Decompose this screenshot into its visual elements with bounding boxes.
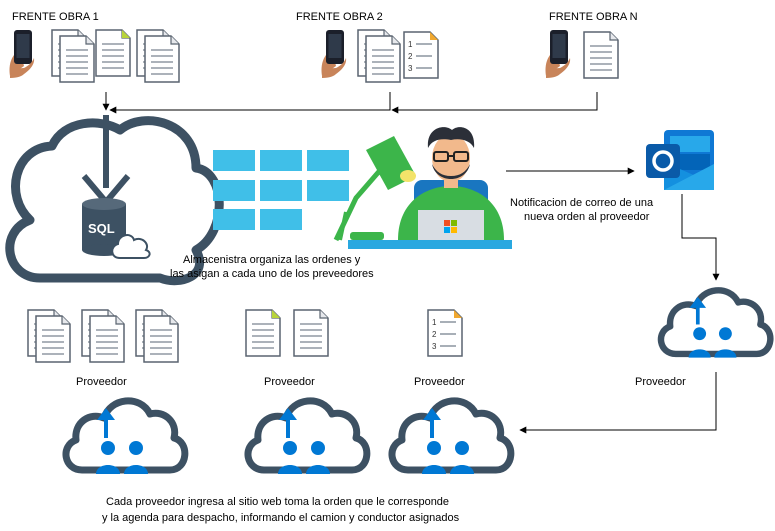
supplier-3: Proveedor (392, 376, 511, 474)
supplier-2: Proveedor (248, 376, 367, 474)
supplier-label: Proveedor (76, 376, 127, 388)
document-icon (96, 30, 130, 76)
document-icon (293, 309, 329, 357)
sql-label: SQL (88, 221, 115, 236)
user-cloud-icon (248, 401, 367, 474)
phone-in-hand-icon (321, 30, 347, 78)
organizer-caption-line-2: las asigan a cada uno de los preveedores (170, 268, 374, 280)
site-label: FRENTE OBRA 1 (12, 11, 99, 23)
document-icon (246, 310, 280, 356)
supplier-cloud-right (661, 290, 770, 357)
numbered-document-icon (403, 31, 439, 79)
document-icon (583, 31, 619, 79)
site-frente-obra-2: FRENTE OBRA 2 (296, 11, 439, 82)
site-connectors (102, 92, 598, 114)
numbered-document-icon (427, 309, 463, 357)
supplier-documents (28, 309, 463, 362)
site-label: FRENTE OBRA 2 (296, 11, 383, 23)
notification-line-2: nueva orden al proveedor (524, 211, 650, 223)
developer-at-desk-icon (333, 127, 512, 249)
document-stack-icon (137, 30, 179, 82)
document-stack-icon (28, 310, 70, 362)
user-cloud-icon (661, 290, 770, 357)
document-stack-icon (358, 30, 400, 82)
site-label: FRENTE OBRA N (549, 11, 638, 23)
phone-in-hand-icon (9, 30, 35, 78)
document-stack-icon (52, 30, 94, 82)
outlook-icon (646, 130, 714, 190)
arrow-to-supplier-cloud (681, 194, 720, 281)
site-frente-obra-n: FRENTE OBRA N (545, 11, 638, 79)
user-cloud-icon (392, 401, 511, 474)
supplier-label: Proveedor (635, 376, 686, 388)
supplier-label: Proveedor (414, 376, 465, 388)
phone-in-hand-icon (545, 30, 571, 78)
order-tiles (213, 150, 349, 230)
notification-line-1: Notificacion de correo de una (510, 197, 654, 209)
document-stack-icon (136, 310, 178, 362)
supplier-label: Proveedor (264, 376, 315, 388)
sql-database-cloud-icon: SQL (5, 115, 224, 286)
footer-line-1: Cada proveedor ingresa al sitio web toma… (106, 496, 449, 508)
document-stack-icon (82, 310, 124, 362)
organizer-caption-line-1: Almacenistra organiza las ordenes y (183, 254, 361, 266)
user-cloud-icon (66, 401, 185, 474)
arrow-to-suppliers (519, 372, 717, 434)
supplier-1: Proveedor (66, 376, 185, 474)
footer-line-2: y la agenda para despacho, informando el… (102, 512, 460, 524)
site-frente-obra-1: FRENTE OBRA 1 (9, 11, 179, 82)
